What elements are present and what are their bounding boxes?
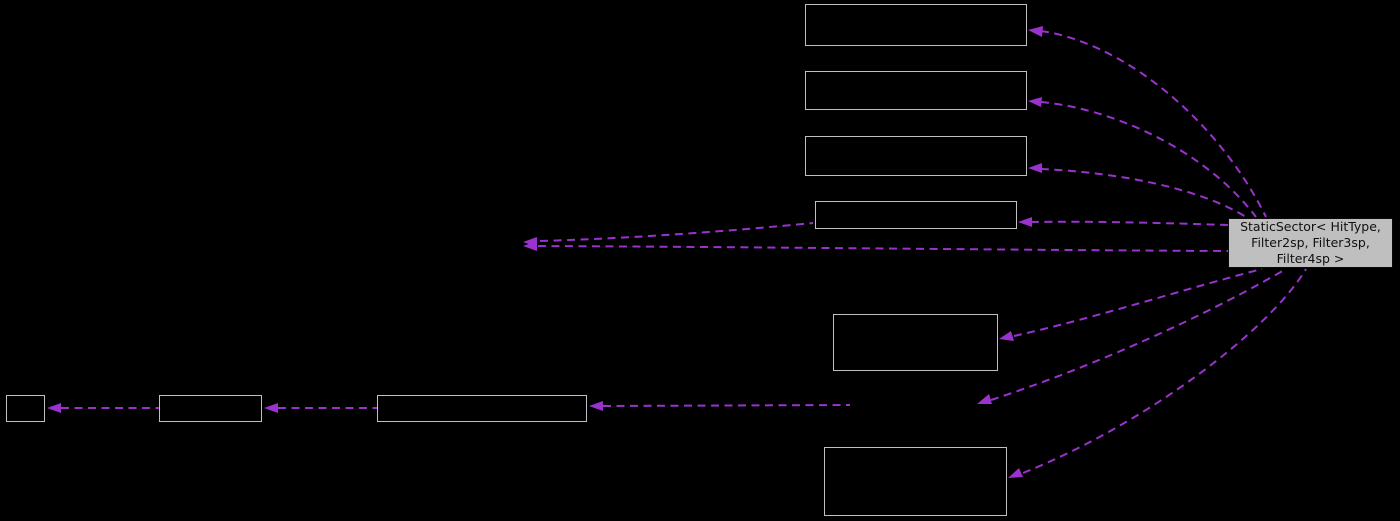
- edge-node4-to-left-point: [539, 222, 814, 242]
- class-node-middle[interactable]: [833, 314, 998, 371]
- class-node-top-3[interactable]: [805, 136, 1027, 176]
- class-node-chain-medium[interactable]: [159, 395, 262, 422]
- arrowhead-icon: [1028, 163, 1042, 173]
- edge-main-to-left-point: [537, 245, 1229, 252]
- arrowhead-icon: [47, 403, 61, 413]
- class-node-4[interactable]: [815, 201, 1017, 229]
- edge-chain-to-node9: [602, 404, 851, 407]
- edge-main-to-node6: [1022, 268, 1307, 474]
- edge-main-to-node5: [1013, 268, 1263, 337]
- main-node-staticsector[interactable]: StaticSector< HitType, Filter2sp, Filter…: [1228, 218, 1393, 268]
- class-node-chain-wide[interactable]: [377, 395, 587, 422]
- class-node-bottom[interactable]: [824, 447, 1007, 516]
- edge-main-to-node3: [1040, 168, 1247, 218]
- arrowhead-icon: [1028, 26, 1043, 37]
- edge-main-to-node1: [1040, 30, 1267, 218]
- class-node-top-2[interactable]: [805, 71, 1027, 110]
- arrowhead-icon: [1018, 217, 1032, 227]
- arrowhead-icon: [589, 401, 603, 411]
- class-node-chain-small[interactable]: [6, 395, 45, 422]
- arrowhead-icon: [999, 331, 1014, 341]
- edge-main-to-node2: [1040, 101, 1257, 218]
- arrowhead-icon: [1008, 468, 1023, 478]
- arrowhead-icon: [523, 237, 537, 247]
- class-node-top-1[interactable]: [805, 4, 1027, 46]
- arrowhead-icon: [977, 394, 992, 404]
- main-node-label: StaticSector< HitType, Filter2sp, Filter…: [1240, 219, 1381, 266]
- arrowhead-icon: [264, 403, 278, 413]
- arrowhead-icon: [1028, 97, 1042, 107]
- edge-main-to-node4: [1030, 220, 1229, 226]
- edge-main-to-chain-point: [990, 268, 1287, 401]
